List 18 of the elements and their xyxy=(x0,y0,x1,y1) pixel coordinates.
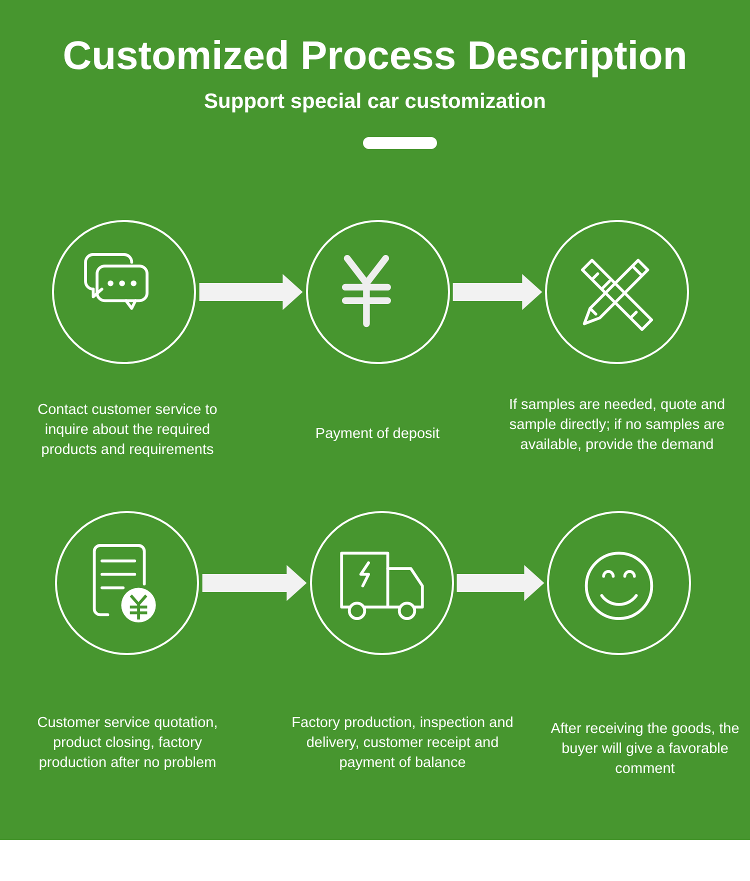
step-description: Payment of deposit xyxy=(314,425,441,444)
step-description: If samples are needed, quote and sample directly; if no samples are available, provide the demand xyxy=(508,396,726,455)
block-arrow xyxy=(202,565,307,601)
block-arrow xyxy=(452,274,542,310)
step-circle xyxy=(52,220,196,364)
step-description: After receiving the goods, the buyer will give a favorable comment xyxy=(550,720,740,779)
step-circle xyxy=(310,511,454,655)
step-description: Factory production, inspection and delivery, customer receipt and payment of balance xyxy=(290,714,514,773)
block-arrow xyxy=(456,565,544,601)
step-circle xyxy=(306,220,450,364)
step-circle xyxy=(547,511,691,655)
block-arrow xyxy=(199,274,303,310)
step-description: Contact customer service to inquire about the required products and requirements xyxy=(36,401,218,460)
title: Customized Process Description xyxy=(62,34,688,79)
subtitle: Support special car customization xyxy=(203,90,547,114)
step-circle xyxy=(55,511,199,655)
step-circle xyxy=(545,220,689,364)
step-description: Customer service quotation, product closing, factory production after no problem xyxy=(36,714,219,773)
